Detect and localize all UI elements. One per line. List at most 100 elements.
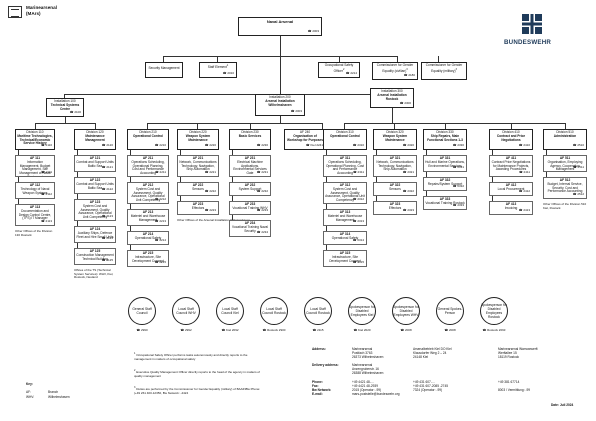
bundeswehr-cross-icon <box>522 14 542 34</box>
staff-gender-civilian: Commissioner for Gender Equality (civili… <box>372 62 418 80</box>
council-circle: Spokesperson for Disabled Employees Kiel <box>348 297 376 325</box>
council-tel: ☎ Rostock 2093 <box>482 328 506 332</box>
division-note: Other Offices of the Division 510 Kiel, … <box>543 202 587 210</box>
council-tel: ☎ Kiel 2092 <box>221 328 239 332</box>
council-circle: Local Staff Council WHV <box>172 297 200 325</box>
council-tel: ☎ Kiel 2020 <box>353 328 371 332</box>
delivery-label: Delivery address: <box>312 363 339 367</box>
org-name: Marinearsenal <box>26 5 57 10</box>
brand-name: BUNDESWEHR <box>504 39 552 46</box>
installation-300: Installation 300 Arsenal Installation Ro… <box>370 88 414 108</box>
footnote-3: 3 Duties are performed by the Commission… <box>134 386 261 395</box>
staff-gender-military: Commissioner for Gender Equality (milita… <box>421 62 467 80</box>
tel-label: ☎ 2003 <box>307 29 319 34</box>
key-af: AF: <box>26 390 31 394</box>
council-tel: ☎ 2008 <box>444 328 456 332</box>
council-circle: General Staff Council <box>128 297 156 325</box>
council-circle: Local Staff Council Kiel <box>216 297 244 325</box>
naval-arsenal-box: Naval Arsenal ☎ 2003 <box>238 17 322 36</box>
footnote-1: 1 Occupational Safety Officer performs t… <box>134 352 248 361</box>
council-tel: ☎ 2990 <box>136 328 148 332</box>
council-tel: ☎ Rostock 2900 <box>262 328 286 332</box>
staff-occupational-safety: Occupational Safety Officer2 ☎ 2214 <box>318 62 360 78</box>
address-label: Address: <box>312 347 326 351</box>
phone-label: Phone:Fax:Bw Network:E-mail: <box>312 380 332 396</box>
council-tel: ☎ 2008 <box>400 328 412 332</box>
council-tel: ☎ 2992 <box>180 328 192 332</box>
installation-200: Installation 200 Arsenal Installation Wi… <box>255 94 305 116</box>
key-whv-value: Wilhelmshaven <box>48 395 70 399</box>
footnote-2: 2 Executive Quality Management Officer d… <box>134 369 260 378</box>
division-note: Other Offices of the Arsenal Installatio… <box>177 218 251 222</box>
council-circle: General Spokes-Person <box>436 297 464 325</box>
council-circle: Local Staff Council Rostock <box>260 297 288 325</box>
key-title: Key: <box>26 382 33 386</box>
council-circle: Spokesperson for Disabled Employees WHV <box>392 297 420 325</box>
org-abbr: (MArs) <box>26 11 41 16</box>
council-tel: ☎ 2115 <box>312 328 324 332</box>
key-af-value: Branch <box>48 390 59 394</box>
org-logo <box>8 6 22 18</box>
phone-col3: +49 381 67714 8003 / Vermittlung: -99 <box>498 380 531 392</box>
date-label: Date: Juli 2024 <box>551 403 574 407</box>
staff-staff-element: Staff Element1 ☎ 2010 <box>199 62 237 78</box>
council-circle: Local Staff Council Rostock <box>304 297 332 325</box>
installation-100: Installation 100 Technical Systems Centr… <box>46 98 84 117</box>
council-circle: Spokesperson for Disabled Employees Rost… <box>480 297 508 325</box>
division-note: Other Offices of the Division 130 Rostoc… <box>15 229 53 237</box>
key-whv: WHV: <box>26 395 35 399</box>
